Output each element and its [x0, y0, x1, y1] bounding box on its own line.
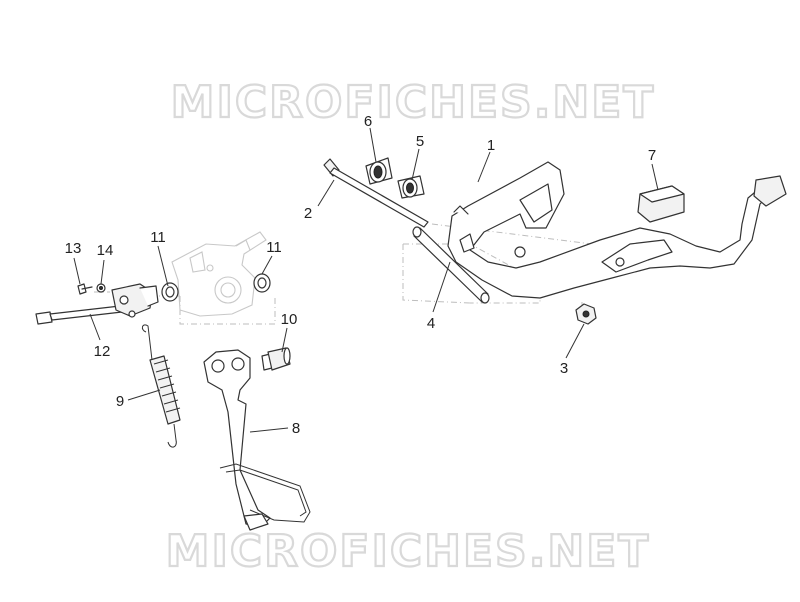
part-14-washer: [96, 283, 106, 293]
callout-10: 10: [281, 311, 298, 328]
callout-2: 2: [304, 205, 312, 222]
part-9-spring: [141, 324, 181, 448]
callout-7: 7: [648, 147, 656, 164]
watermark-bottom: MICROFICHES.NET: [166, 526, 651, 577]
callout-14: 14: [97, 242, 114, 259]
part-5-bushing: [397, 175, 425, 199]
stand-pedal-pad: [753, 175, 787, 207]
part-8-side-stand: [203, 349, 311, 531]
callout-11-right: 11: [266, 239, 282, 256]
part-6-bushing: [365, 157, 393, 185]
callout-3: 3: [560, 360, 568, 377]
frame-bracket-ghost: [171, 231, 267, 317]
watermark-top: MICROFICHES.NET: [171, 77, 656, 128]
callout-11-left: 11: [150, 229, 166, 246]
part-1-center-stand: [447, 161, 773, 299]
callout-8: 8: [292, 420, 300, 437]
callout-12: 12: [94, 343, 111, 360]
callout-9: 9: [116, 393, 124, 410]
part-4-pin: [412, 226, 490, 304]
part-13-screw: [77, 283, 93, 295]
part-11-washer-left: [161, 282, 179, 302]
leader-lines: [73, 127, 659, 433]
part-7-rubber-foot: [637, 185, 685, 223]
callout-13: 13: [65, 240, 82, 257]
part-2-long-bolt: [323, 158, 429, 228]
part-3-nut: [575, 303, 597, 325]
callout-5: 5: [416, 133, 424, 150]
part-12-stand-switch: [35, 283, 159, 325]
callout-1: 1: [487, 137, 495, 154]
callout-labels: 1 2 3 4 5 6 7 8 9 10 11 11 12 13 14: [65, 113, 657, 437]
part-10-rubber-buffer: [261, 347, 291, 371]
callout-6: 6: [364, 113, 372, 130]
part-11-washer-right: [253, 273, 271, 293]
callout-4: 4: [427, 315, 435, 332]
